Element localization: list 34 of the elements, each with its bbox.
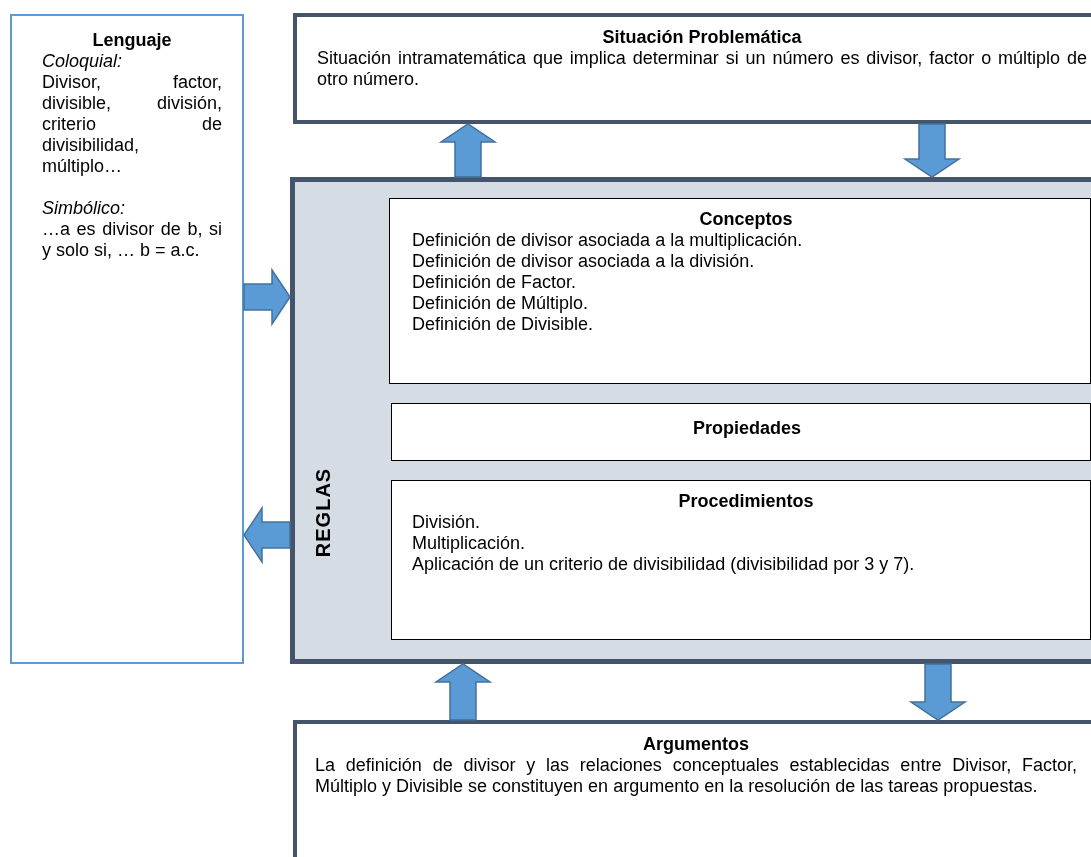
concepts-box	[389, 198, 1091, 384]
situation-box	[293, 13, 1091, 124]
box-heading: Conceptos	[698, 209, 794, 230]
box-heading: Propiedades	[691, 418, 802, 439]
body-text: Definición de divisor asociada a la división.	[412, 251, 756, 272]
block-arrow	[908, 663, 968, 721]
block-arrow	[243, 505, 291, 565]
block-arrow	[433, 663, 493, 721]
body-text: Definición de Divisible.	[412, 314, 595, 335]
subheading: Coloquial:	[42, 51, 124, 72]
rules-label: REGLAS	[312, 466, 334, 560]
box-heading: Argumentos	[642, 734, 750, 755]
language-box	[10, 14, 244, 664]
block-arrow	[438, 123, 498, 178]
procedures-box	[391, 480, 1091, 640]
properties-box	[391, 403, 1091, 461]
body-text: División.	[412, 512, 482, 533]
body-text: La definición de divisor y las relaciones conceptuales establecidas entre Divisor, Factor, Múltiplo y Divisible se constituyen en argumento en la resolución de las tareas propuestas.	[315, 755, 1077, 797]
body-text: Definición de Factor.	[412, 272, 578, 293]
body-text: Multiplicación.	[412, 533, 527, 554]
subheading: Simbólico:	[42, 198, 127, 219]
block-arrow	[243, 267, 291, 327]
box-heading: Lenguaje	[91, 30, 173, 51]
body-text: Divisor, factor, divisible, división, criterio de divisibilidad, múltiplo…	[42, 72, 222, 177]
body-text: Definición de Múltiplo.	[412, 293, 590, 314]
body-text: Situación intramatemática que implica determinar si un número es divisor, factor o múltiplo de otro número.	[317, 48, 1087, 90]
box-heading: Procedimientos	[677, 491, 815, 512]
body-text: Aplicación de un criterio de divisibilidad (divisibilidad por 3 y 7).	[412, 554, 916, 575]
body-text: …a es divisor de b, si y solo si, … b = a.c.	[42, 219, 222, 261]
block-arrow	[902, 123, 962, 178]
body-text: Definición de divisor asociada a la multiplicación.	[412, 230, 804, 251]
box-heading: Situación Problemática	[601, 27, 803, 48]
rules-panel	[290, 177, 1091, 664]
arguments-box	[293, 720, 1091, 857]
